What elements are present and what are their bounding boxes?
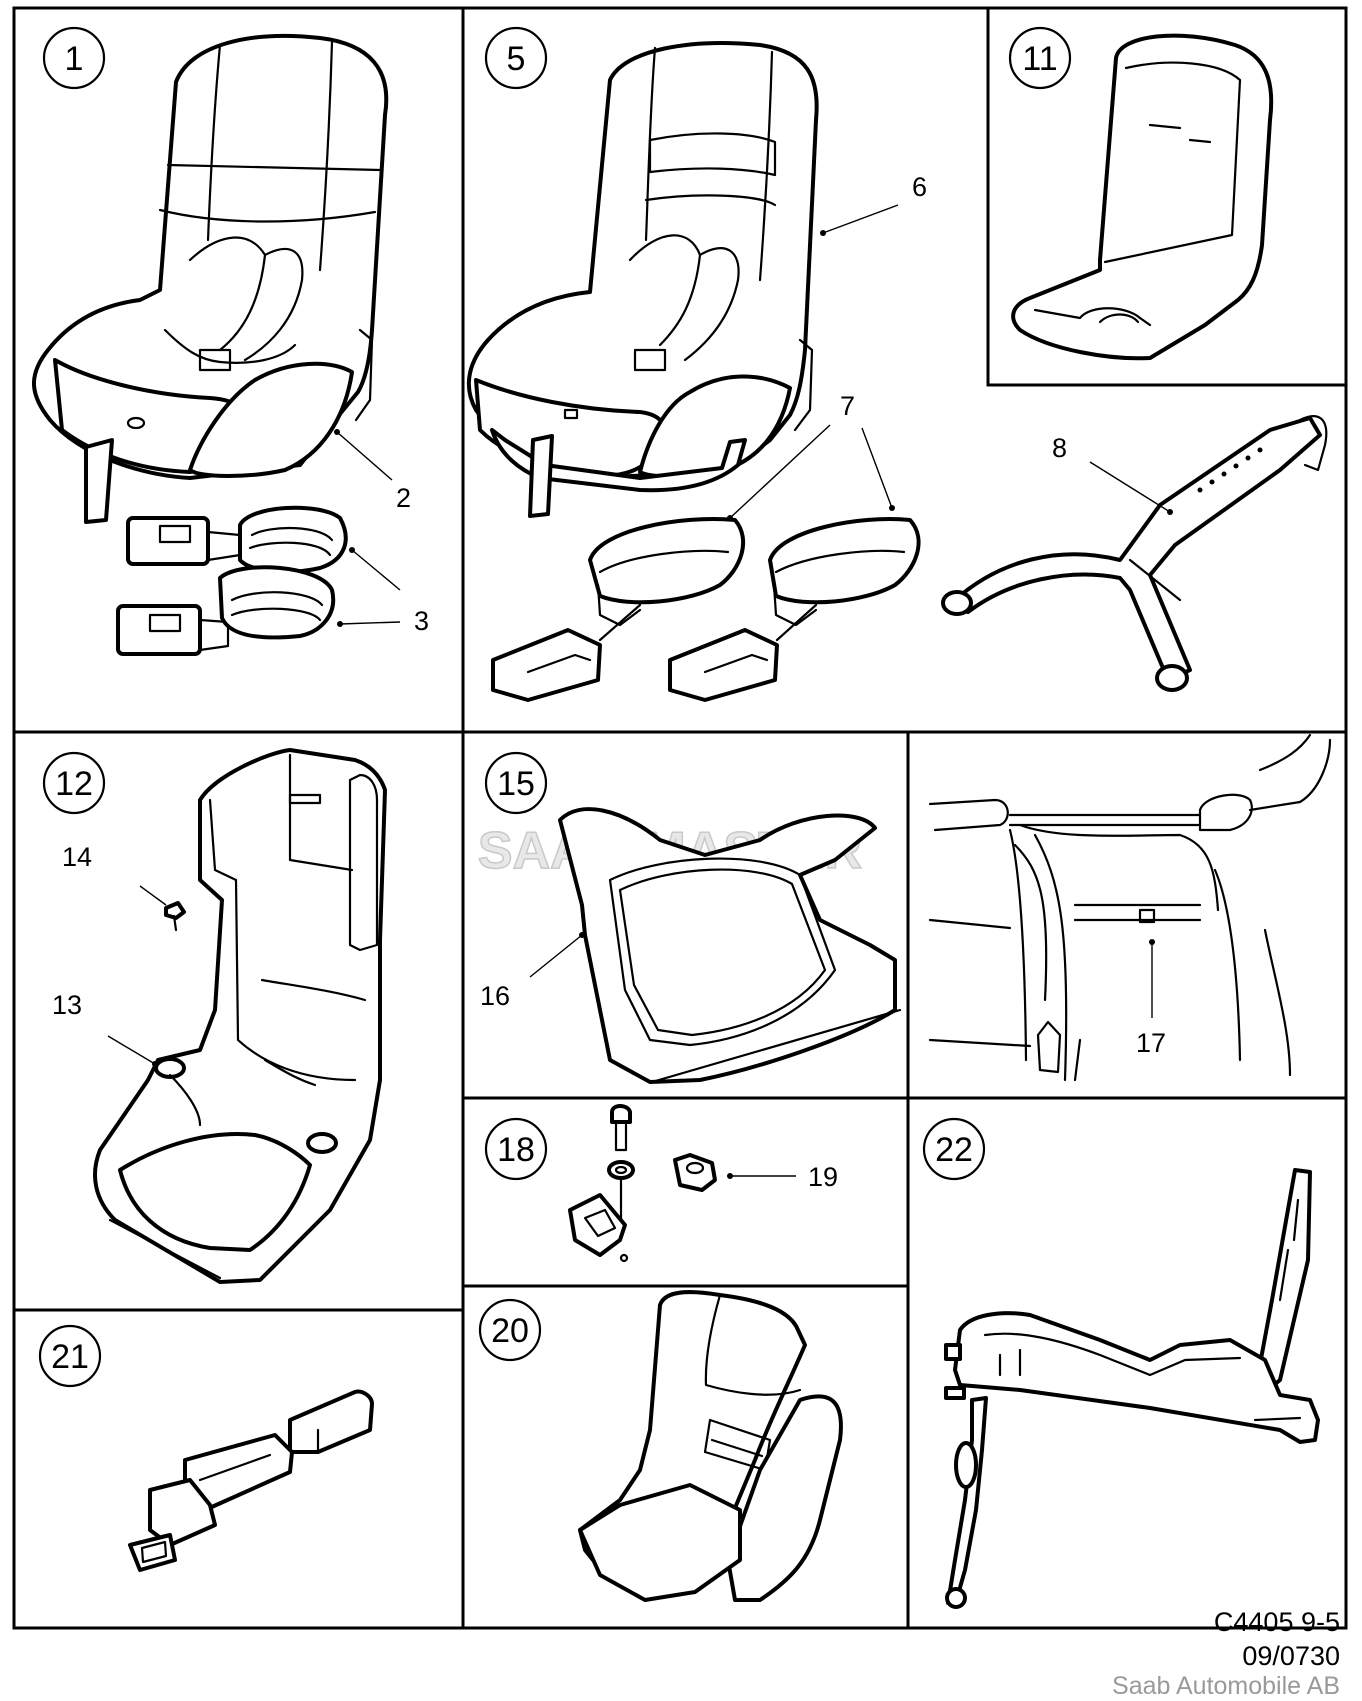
- panel-number: 12: [55, 765, 93, 803]
- callout-14: 14: [62, 842, 167, 906]
- callout-label: 8: [1052, 433, 1067, 463]
- padded-seat-drawing: [578, 1290, 843, 1602]
- support-leg-drawing: [941, 415, 1328, 692]
- panel-number: 15: [497, 765, 535, 803]
- panel-17: 17: [928, 733, 1332, 1082]
- panel-5: 5: [466, 26, 1328, 702]
- child-seat-harness-drawing: [32, 33, 389, 524]
- callout-label: 13: [52, 990, 82, 1020]
- panel-15: 15 16: [480, 751, 902, 1084]
- callout-7: 7: [727, 391, 895, 521]
- panel-number: 11: [1022, 40, 1057, 78]
- callout-3: 3: [337, 547, 429, 636]
- booster-cushion-drawing: [558, 807, 902, 1084]
- panel-21: 21: [38, 1324, 374, 1572]
- panel-12: 12 14 13: [42, 748, 387, 1284]
- callout-label: 19: [808, 1162, 838, 1192]
- callout-label: 16: [480, 981, 510, 1011]
- panel-1: 1: [32, 26, 429, 656]
- callout-label: 3: [414, 606, 429, 636]
- seat-cover-drawing: [1011, 33, 1274, 361]
- company-name: Saab Automobile AB: [1112, 1672, 1340, 1700]
- callout-6: 6: [820, 172, 927, 236]
- plug-drawing: [673, 1153, 717, 1192]
- panel-frames: [12, 6, 1348, 1630]
- child-seat-base-drawing: [466, 41, 819, 518]
- drawing-date: 09/0730: [1242, 1641, 1340, 1671]
- callout-label: 14: [62, 842, 92, 872]
- panel-number: 5: [507, 40, 526, 78]
- belt-strap-drawing: [116, 505, 348, 656]
- straps-drawing: [491, 517, 921, 702]
- panel-number: 18: [497, 1131, 535, 1169]
- buckle-drawing: [128, 1389, 374, 1572]
- callout-19: 19: [727, 1162, 838, 1192]
- panel-number: 1: [65, 40, 84, 78]
- isofix-base-drawing: [944, 1168, 1320, 1609]
- panel-20: 20: [478, 1290, 843, 1602]
- booster-seat-drawing: [93, 748, 387, 1284]
- callout-8: 8: [1052, 433, 1173, 515]
- panel-number: 21: [51, 1338, 89, 1376]
- bracket-screw-drawing: [568, 1104, 635, 1263]
- callout-2: 2: [334, 429, 411, 513]
- callout-label: 2: [396, 483, 411, 513]
- panel-11: 11: [1008, 26, 1274, 361]
- rear-seat-drawing: [928, 733, 1332, 1082]
- callout-16: 16: [480, 932, 585, 1011]
- screw-drawing: [164, 901, 186, 932]
- callout-label: 7: [840, 391, 855, 421]
- callout-label: 6: [912, 172, 927, 202]
- panel-number: 22: [935, 1131, 973, 1169]
- panel-number: 20: [491, 1312, 529, 1350]
- panel-18: 18 19: [484, 1104, 838, 1263]
- callout-13: 13: [52, 990, 158, 1067]
- panel-22: 22: [922, 1117, 1320, 1609]
- callout-label: 17: [1136, 1028, 1166, 1058]
- drawing-code: C4405 9-5: [1213, 1607, 1340, 1637]
- callout-17: 17: [1136, 939, 1166, 1058]
